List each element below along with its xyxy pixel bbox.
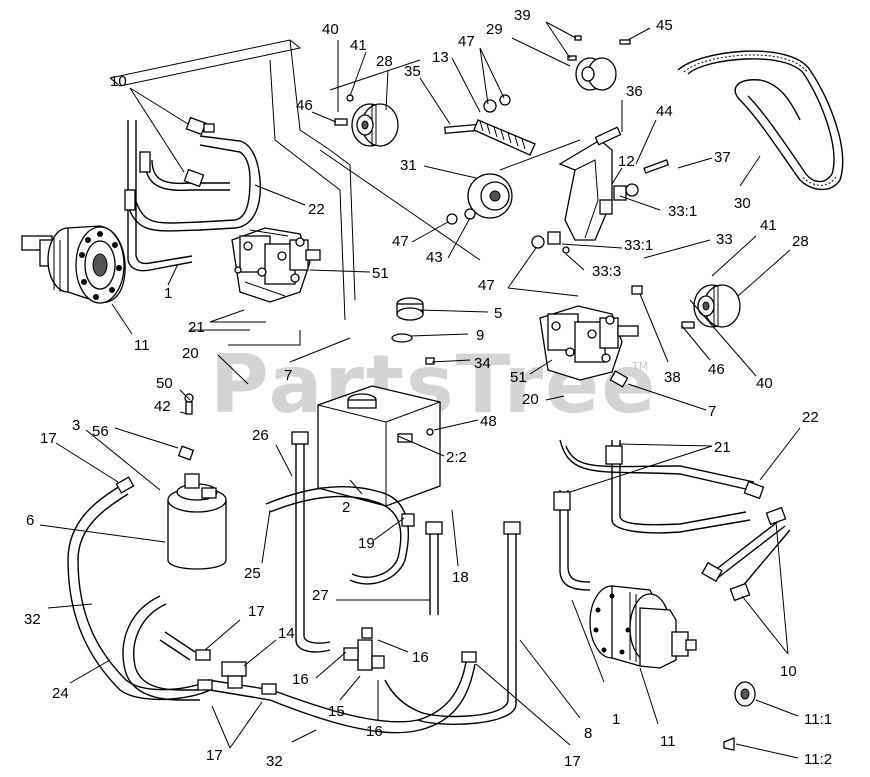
callout-47: 47 (478, 277, 495, 294)
pulley-28-lower (631, 284, 741, 329)
tee-fitting-14 (221, 627, 385, 689)
callout-16: 16 (366, 723, 383, 740)
callout-17: 17 (40, 430, 57, 447)
callout-16: 16 (292, 671, 309, 688)
callout-labels: 10 22 1 11 21 51 20 7 50 42 56 3 17 6 26… (24, 7, 832, 770)
callout-17: 17 (564, 753, 581, 770)
callout-15: 15 (328, 703, 345, 720)
hose-22-upper-left (125, 135, 261, 232)
callout-39: 39 (514, 7, 531, 24)
callout-40: 40 (756, 375, 773, 392)
callout-10: 10 (110, 73, 127, 90)
wheel-motor-11-left (21, 225, 126, 304)
idler-pulley-29 (567, 35, 631, 91)
callout-11-1: 11:1 (804, 711, 832, 728)
callout-40: 40 (322, 21, 339, 38)
callout-46: 46 (708, 361, 725, 378)
callout-44: 44 (656, 103, 673, 120)
callout-48: 48 (480, 413, 497, 430)
hydraulic-pump-51-lower (539, 305, 639, 388)
callout-36: 36 (626, 83, 643, 100)
callout-38: 38 (664, 369, 681, 386)
callout-10: 10 (780, 663, 797, 680)
callout-11-2: 11:2 (804, 751, 832, 768)
callout-33-1: 33:1 (624, 237, 653, 254)
callout-42: 42 (154, 398, 171, 415)
hose-25-26-middle (265, 431, 521, 725)
callout-12: 12 (618, 153, 635, 170)
callout-50: 50 (156, 375, 173, 392)
pulley-28-upper (334, 94, 399, 147)
callout-37: 37 (714, 149, 731, 166)
hose-1-22-right (553, 439, 791, 602)
callout-18: 18 (452, 569, 469, 586)
callout-21: 21 (714, 439, 731, 456)
callout-33-1: 33:1 (668, 203, 697, 220)
callout-2-2: 2:2 (446, 449, 467, 466)
callout-47: 47 (392, 233, 409, 250)
callout-33: 33 (716, 231, 733, 248)
callout-35: 35 (404, 63, 421, 80)
callout-1: 1 (612, 711, 620, 728)
drive-belt-30 (677, 50, 844, 191)
callout-7: 7 (284, 367, 292, 384)
callout-51: 51 (372, 265, 389, 282)
callout-7: 7 (708, 403, 716, 420)
callout-30: 30 (734, 195, 751, 212)
callout-5: 5 (494, 305, 502, 322)
watermark-tm: TM (631, 360, 648, 373)
callout-34: 34 (474, 355, 491, 372)
idler-arm-assembly (444, 94, 536, 225)
callout-32: 32 (24, 611, 41, 628)
clamps-17 (115, 476, 477, 695)
callout-25: 25 (244, 565, 261, 582)
callout-22: 22 (308, 201, 325, 218)
callout-9: 9 (476, 327, 484, 344)
hydraulic-pump-51-upper (231, 227, 321, 303)
callout-27: 27 (312, 587, 329, 604)
callout-46: 46 (296, 97, 313, 114)
callout-24: 24 (52, 685, 69, 702)
frame-outline (109, 39, 581, 346)
filter-6 (167, 393, 227, 570)
callout-6: 6 (26, 512, 34, 529)
hydraulic-tank-2 (317, 297, 441, 507)
callout-17: 17 (248, 603, 265, 620)
callout-56: 56 (92, 423, 109, 440)
callout-1: 1 (164, 285, 172, 302)
callout-31: 31 (400, 157, 417, 174)
callout-32: 32 (266, 753, 283, 770)
callout-3: 3 (72, 417, 80, 434)
callout-45: 45 (656, 17, 673, 34)
callout-20: 20 (522, 391, 539, 408)
callout-28: 28 (792, 233, 809, 250)
callout-13: 13 (432, 49, 449, 66)
callout-19: 19 (358, 535, 375, 552)
callout-20: 20 (182, 345, 199, 362)
callout-14: 14 (278, 625, 295, 642)
callout-29: 29 (486, 21, 503, 38)
callout-41: 41 (760, 217, 777, 234)
callout-2: 2 (342, 499, 350, 516)
callout-26: 26 (252, 427, 269, 444)
wheel-motor-11-right (589, 585, 756, 751)
callout-41: 41 (350, 37, 367, 54)
callout-21: 21 (188, 319, 205, 336)
callout-leaders (39, 21, 801, 759)
callout-51: 51 (510, 369, 527, 386)
callout-43: 43 (426, 249, 443, 266)
callout-47: 47 (458, 33, 475, 50)
fitting-10-upper-a (124, 116, 215, 211)
callout-11: 11 (660, 733, 676, 750)
callout-33-3: 33:3 (592, 263, 621, 280)
callout-11: 11 (134, 337, 150, 354)
callout-22: 22 (802, 409, 819, 426)
idler-bracket-33 (531, 126, 670, 254)
callout-8: 8 (584, 725, 592, 742)
callout-28: 28 (376, 53, 393, 70)
callout-16: 16 (412, 649, 429, 666)
callout-17: 17 (206, 747, 223, 764)
hose-24-32-left (67, 485, 476, 734)
